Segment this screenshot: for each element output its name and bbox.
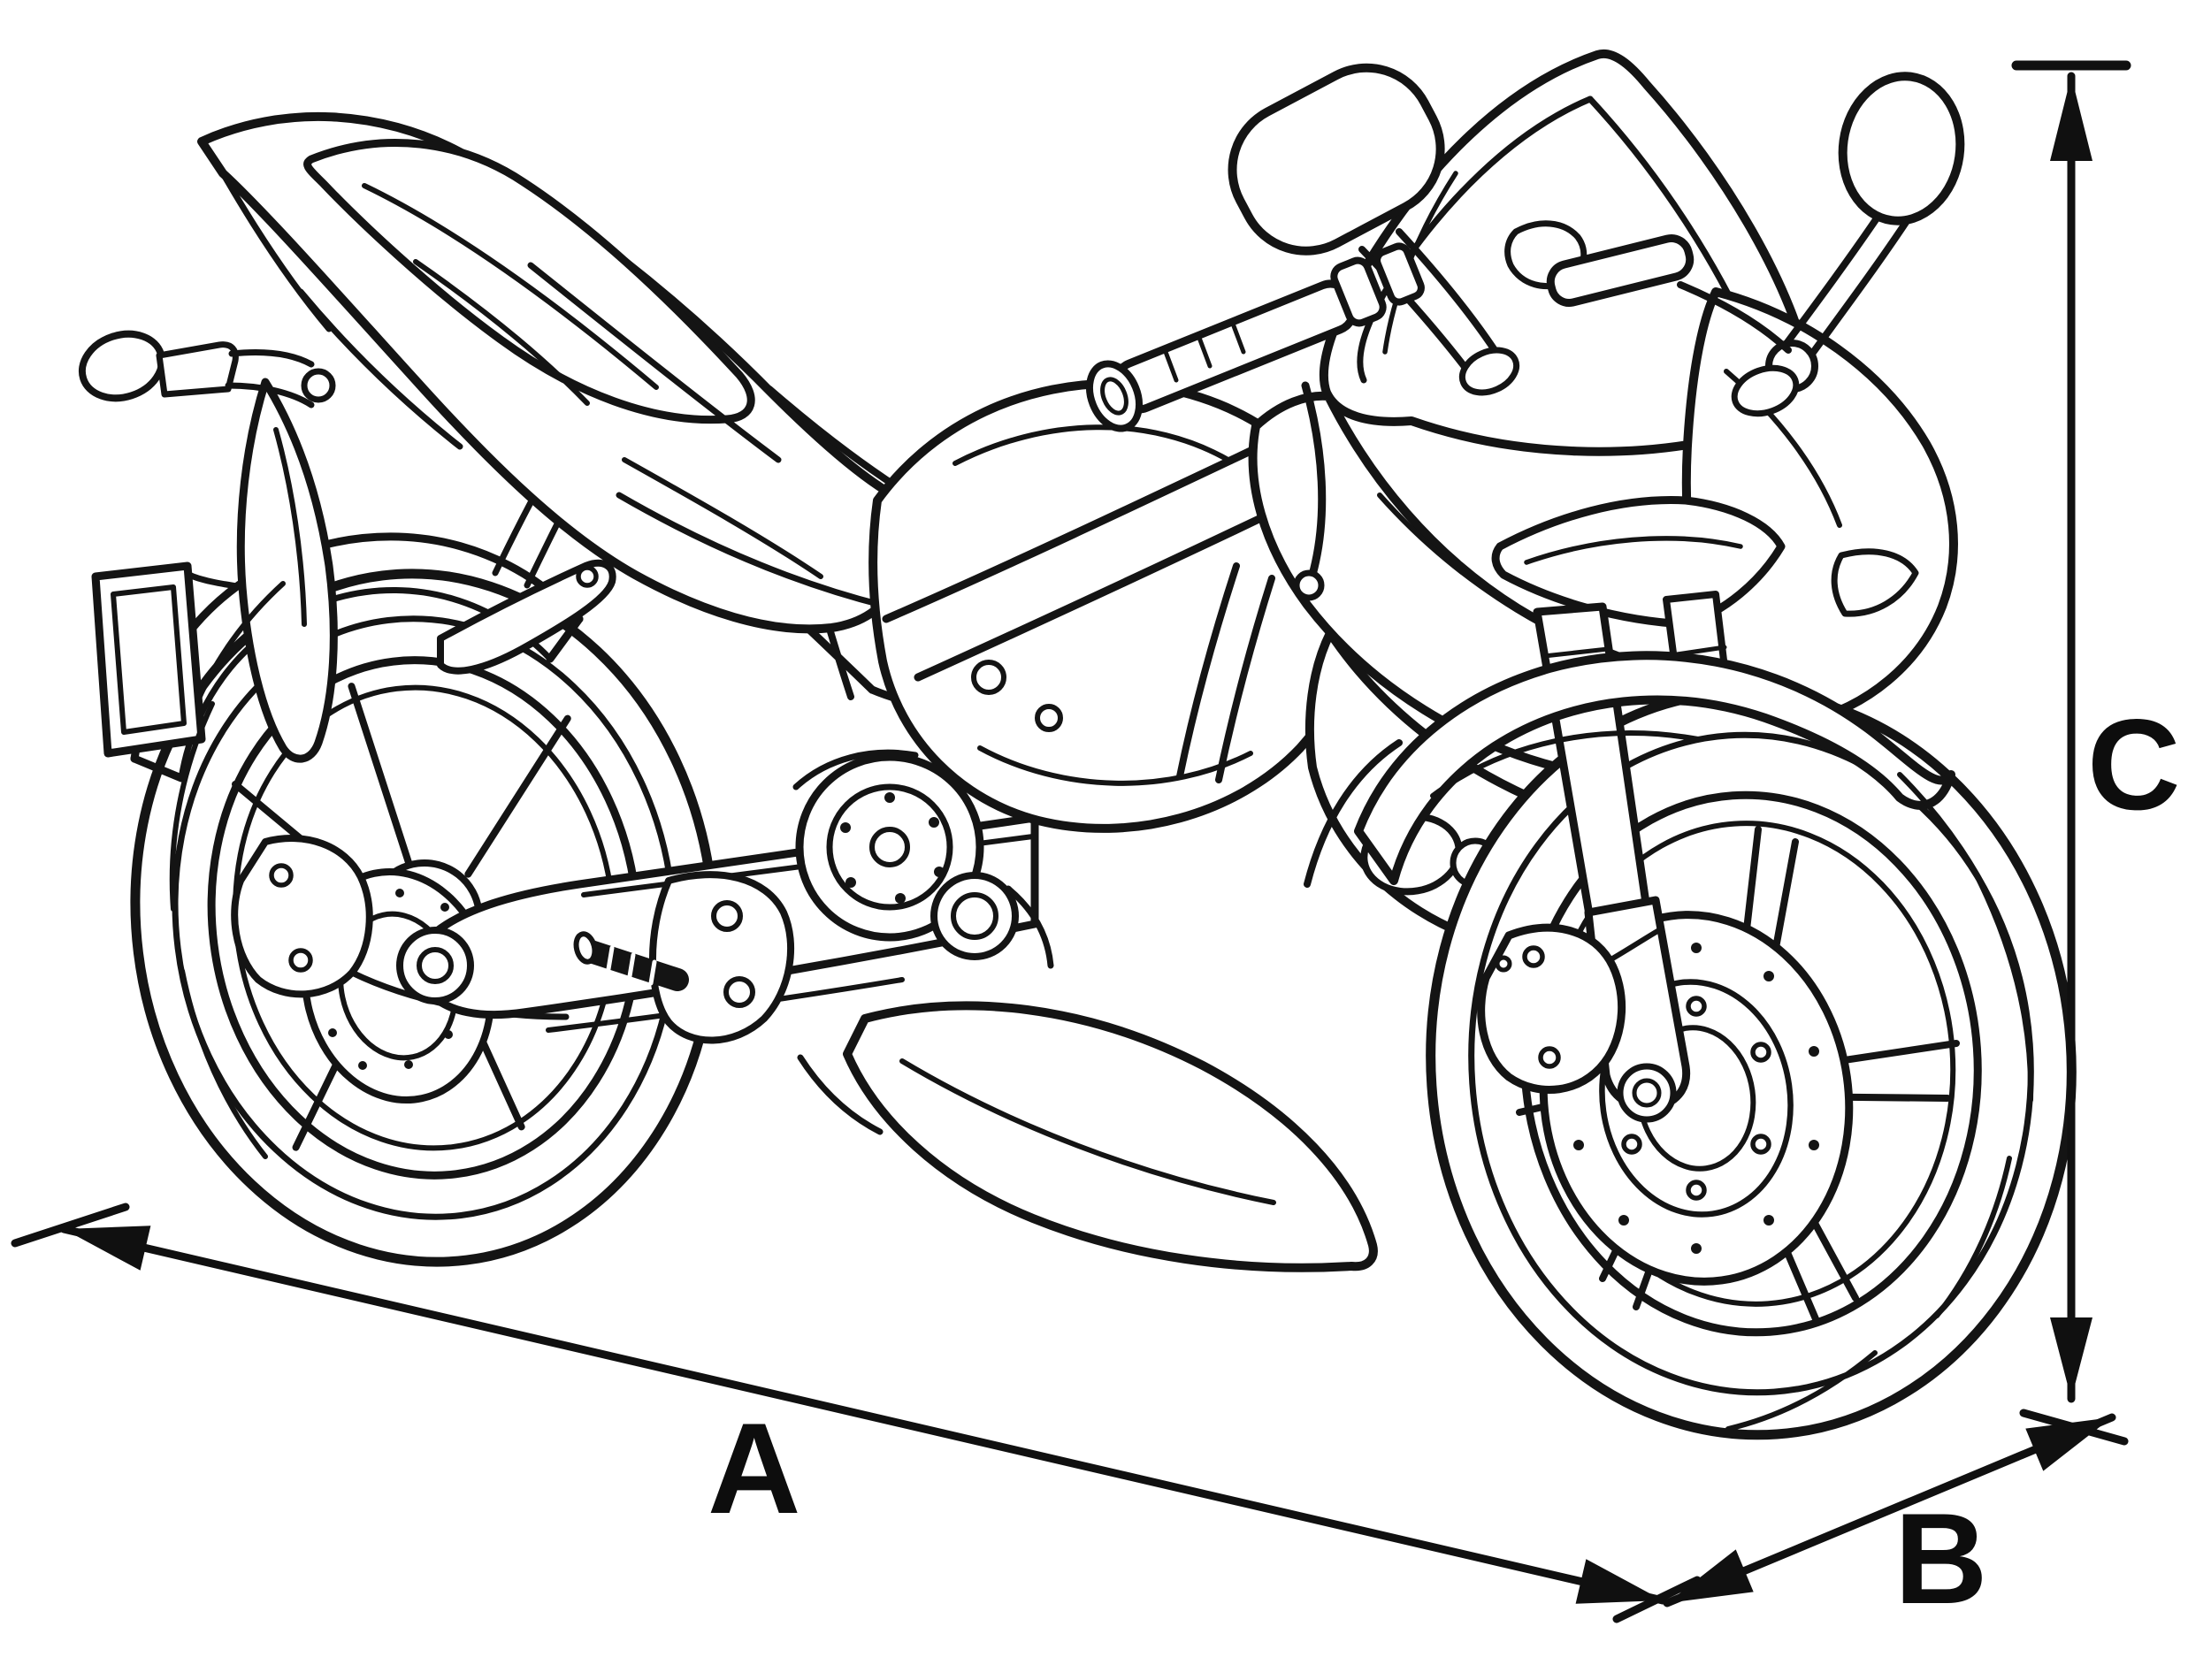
front-fender <box>1354 651 1955 885</box>
handlebar-right <box>1546 234 1792 354</box>
dimension-label-c: C <box>2087 692 2181 836</box>
tick-c-bottom <box>2019 1409 2129 1446</box>
tick-a-left <box>11 1203 130 1248</box>
dimension-label-b: B <box>1894 1486 1988 1630</box>
tick-a-right <box>1612 1576 1702 1623</box>
rear-turn-signal <box>78 330 336 409</box>
dimension-a <box>11 1203 1702 1623</box>
handlebar-left <box>1086 242 1425 601</box>
dimension-label-a: A <box>708 1396 801 1540</box>
rear-brake-caliper <box>231 835 570 1020</box>
mud-flap <box>236 378 338 763</box>
fuel-tank <box>868 378 1366 833</box>
arrowhead-a-left <box>64 1226 151 1271</box>
footpeg-brackets <box>437 439 795 1044</box>
dimension-lines <box>11 60 2131 1623</box>
arrowhead-a-right <box>1575 1559 1663 1604</box>
ram-air-intake <box>1831 548 1919 617</box>
dimension-b <box>1663 1413 2116 1607</box>
arrowhead-b-left <box>1667 1549 1754 1603</box>
front-brake-caliper <box>1477 923 1662 1095</box>
accent-lines <box>169 259 2034 1432</box>
license-plate-assembly <box>78 330 338 763</box>
arrowhead-c-bottom <box>2050 1317 2092 1399</box>
engine <box>792 749 1054 969</box>
dimension-c <box>2011 60 2131 1446</box>
main-frame <box>882 431 1313 783</box>
left-mirror <box>1228 63 1520 396</box>
brake-lever <box>1677 281 1792 354</box>
belly-pan <box>797 1001 1378 1272</box>
clutch-lever <box>1301 381 1327 579</box>
arrowhead-c-top <box>2050 76 2092 161</box>
right-mirror <box>1731 72 1965 417</box>
